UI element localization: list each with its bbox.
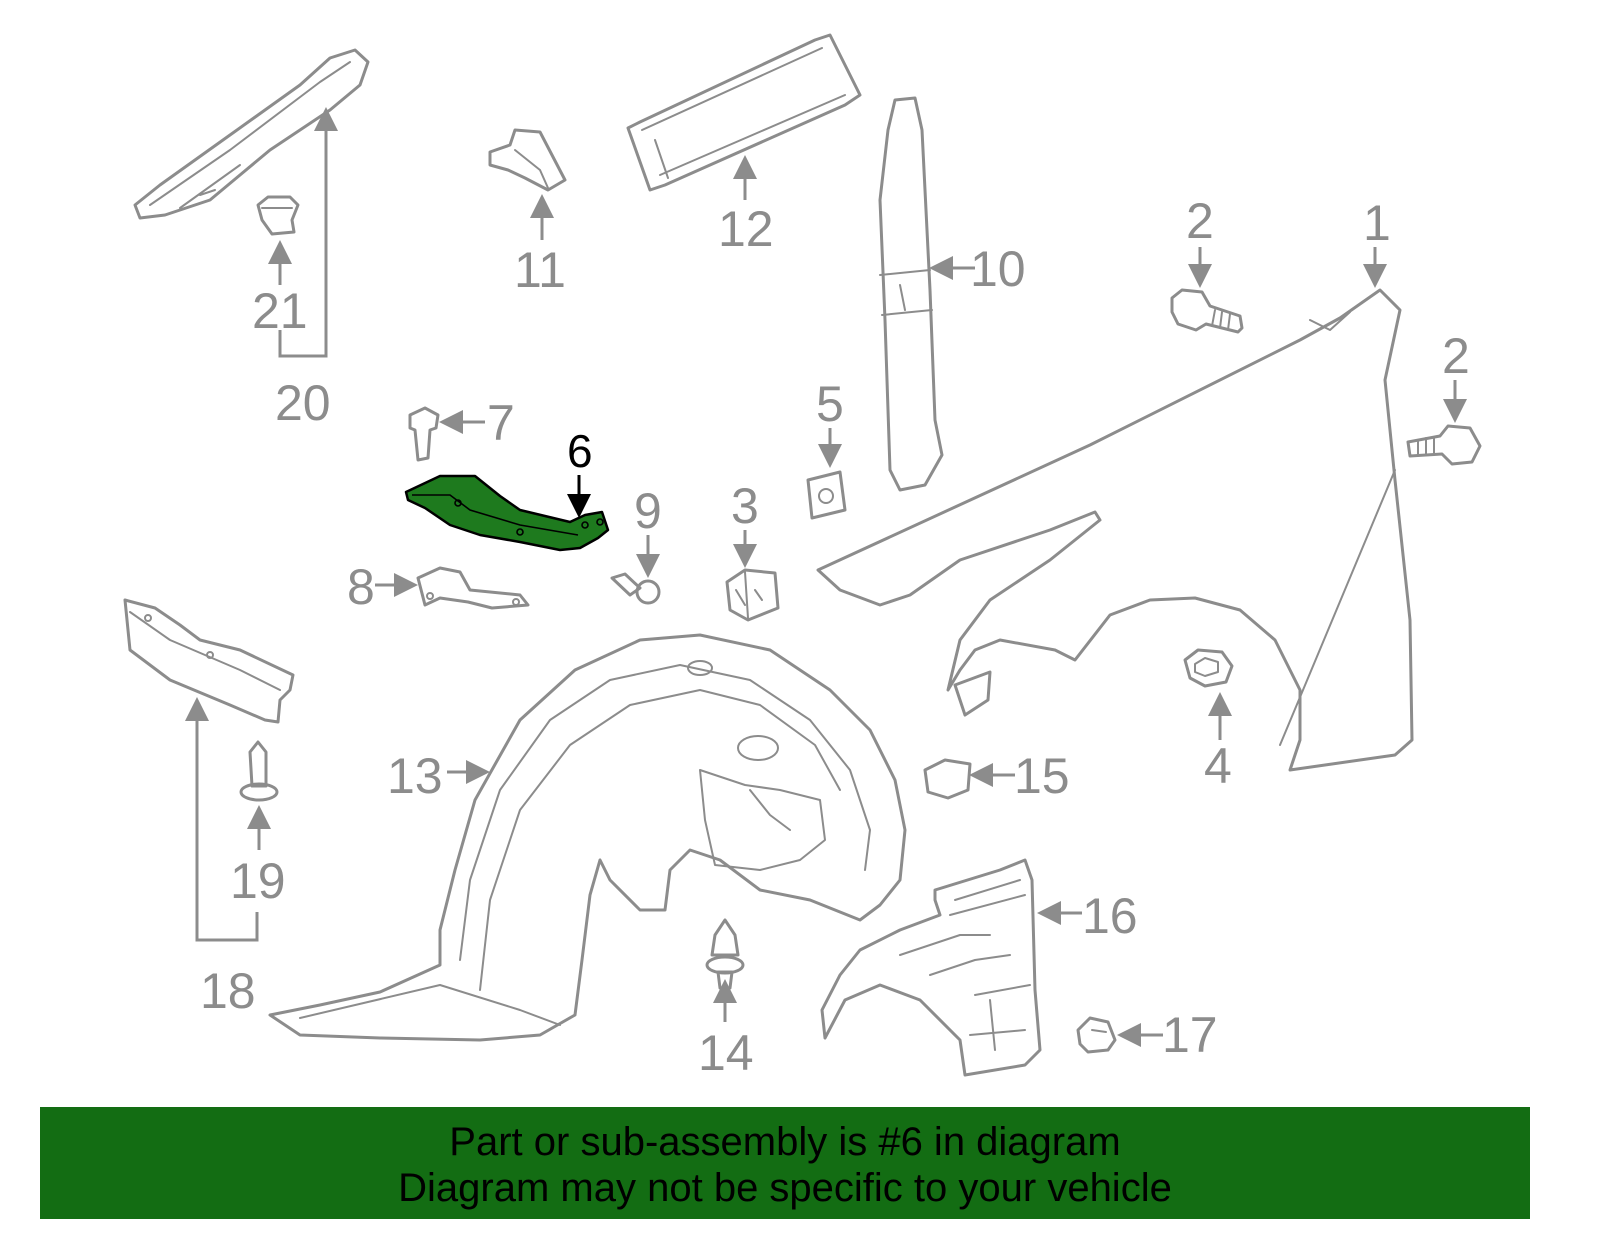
- part-12-seal: [626, 33, 862, 192]
- part-5-clip: [806, 470, 847, 520]
- label-13: 13: [387, 748, 443, 804]
- part-4-nut: [1183, 648, 1234, 688]
- part-1-fender: [816, 288, 1414, 772]
- label-8: 8: [347, 559, 375, 615]
- label-19: 19: [230, 853, 286, 909]
- label-11: 11: [514, 242, 566, 298]
- part-10-seal: [878, 96, 944, 492]
- part-16-shield: [820, 858, 1042, 1077]
- part-13-liner: [268, 633, 907, 1042]
- leader-lines: [185, 107, 1467, 1047]
- label-9: 9: [634, 483, 662, 539]
- label-4: 4: [1204, 738, 1232, 794]
- label-5: 5: [816, 376, 844, 432]
- label-10: 10: [970, 241, 1026, 297]
- part-14-pin: [705, 918, 745, 990]
- label-7: 7: [487, 395, 515, 451]
- part-18-reinforcement: [123, 598, 295, 724]
- label-2-upper: 2: [1186, 193, 1214, 249]
- label-2-right: 2: [1442, 328, 1470, 384]
- label-17: 17: [1162, 1007, 1218, 1063]
- label-16: 16: [1082, 888, 1138, 944]
- part-19-pin: [239, 740, 279, 802]
- part-2-bolt-upper: [1170, 288, 1244, 334]
- callout-labels: 1 2 2 3 4 5 6 7 8 9 10 11 12 13 14 15 16…: [200, 193, 1470, 1081]
- label-6: 6: [567, 425, 593, 477]
- part-21-clip: [256, 195, 300, 236]
- banner-line-2: Diagram may not be specific to your vehi…: [398, 1166, 1172, 1210]
- part-15-pad: [923, 758, 972, 800]
- part-3-block: [725, 568, 780, 622]
- part-7-bolt: [408, 406, 440, 462]
- part-9-bolt: [610, 572, 661, 605]
- info-banner: Part or sub-assembly is #6 in diagram Di…: [40, 1107, 1530, 1219]
- label-14: 14: [698, 1025, 754, 1081]
- label-15: 15: [1014, 748, 1070, 804]
- label-3: 3: [731, 478, 759, 534]
- part-20-rail: [133, 48, 370, 220]
- part-8-bracket: [416, 566, 530, 610]
- label-18: 18: [200, 963, 256, 1019]
- label-20: 20: [275, 375, 331, 431]
- label-1: 1: [1363, 195, 1391, 251]
- label-12: 12: [718, 201, 774, 257]
- part-17-clip: [1076, 1016, 1117, 1054]
- label-21: 21: [252, 283, 308, 339]
- part-6-bracket-highlighted: [404, 474, 610, 552]
- part-2-bolt-right: [1406, 424, 1482, 466]
- part-11-bracket: [488, 128, 567, 192]
- banner-line-1: Part or sub-assembly is #6 in diagram: [449, 1120, 1121, 1164]
